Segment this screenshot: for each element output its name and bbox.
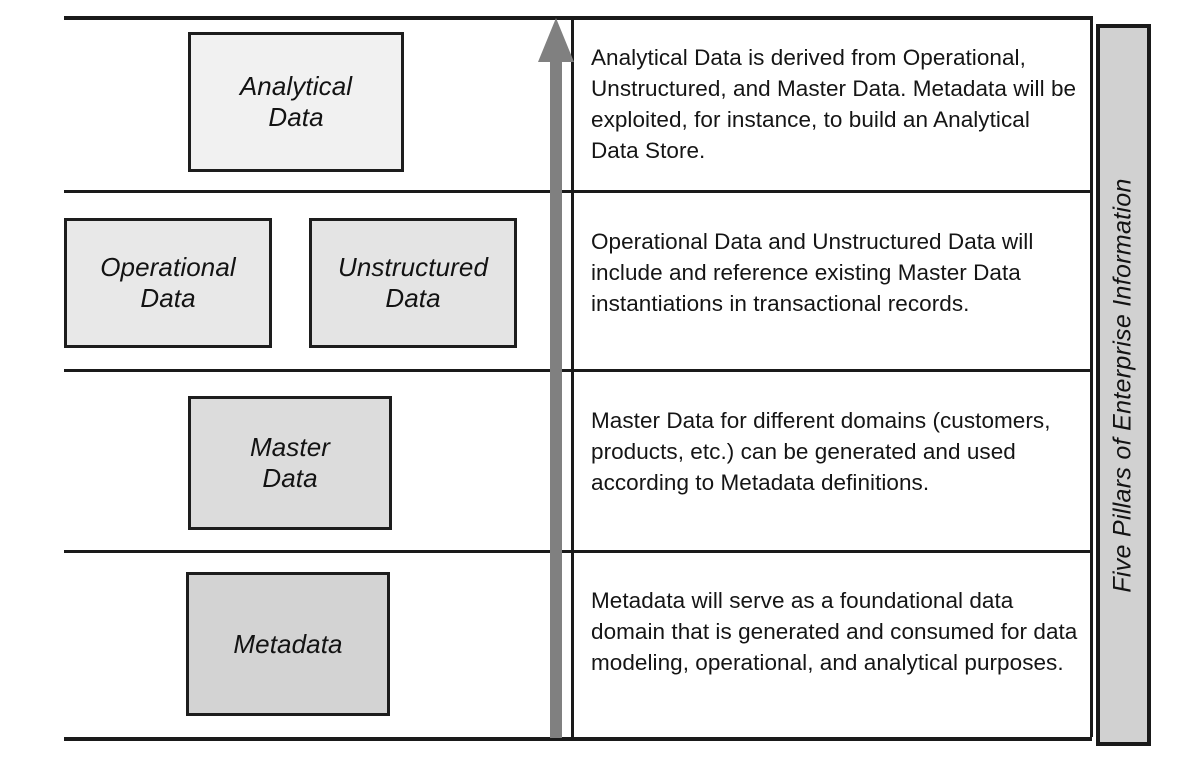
description-master: Master Data for different domains (custo…	[591, 408, 1051, 495]
pillar-box-operational-data-label: Operational Data	[100, 252, 236, 313]
box-label-line2: Data	[385, 283, 441, 313]
box-label-line2: Data	[140, 283, 196, 313]
pillar-box-unstructured-data[interactable]: Unstructured Data	[309, 218, 517, 348]
box-label-line1: Metadata	[233, 628, 343, 659]
box-label-line1: Unstructured	[337, 252, 489, 283]
box-label-line2: Data	[268, 102, 324, 132]
pillar-box-analytical-data-label: Analytical Data	[240, 71, 352, 132]
box-label-line1: Master	[249, 432, 331, 463]
sidebar-enterprise-information: Five Pillars of Enterprise Information	[1096, 24, 1151, 746]
rule-tier-1-2	[64, 190, 1092, 193]
pillar-box-operational-data[interactable]: Operational Data	[64, 218, 272, 348]
rule-bottom	[64, 737, 1092, 741]
box-label-line1: Analytical	[239, 71, 353, 102]
pillar-box-metadata[interactable]: Metadata	[186, 572, 390, 716]
sidebar-label: Five Pillars of Enterprise Information	[1109, 177, 1137, 593]
up-arrow-icon	[538, 18, 574, 738]
rule-tier-2-3	[64, 369, 1092, 372]
column-divider-left	[571, 16, 574, 737]
rule-top	[64, 16, 1092, 20]
description-metadata: Metadata will serve as a foundational da…	[591, 588, 1078, 675]
column-divider-right	[1090, 16, 1093, 737]
box-label-line2: Data	[262, 463, 318, 493]
pillar-box-master-data[interactable]: Master Data	[188, 396, 392, 530]
description-operational-unstructured: Operational Data and Unstructured Data w…	[591, 229, 1034, 316]
box-label-line1: Operational	[100, 252, 236, 283]
pillar-box-metadata-label: Metadata	[233, 629, 342, 660]
pillar-box-unstructured-data-label: Unstructured Data	[338, 252, 488, 313]
rule-tier-3-4	[64, 550, 1092, 553]
pillar-box-analytical-data[interactable]: Analytical Data	[188, 32, 404, 172]
pillar-box-master-data-label: Master Data	[250, 432, 330, 493]
description-analytical: Analytical Data is derived from Operatio…	[591, 45, 1077, 163]
